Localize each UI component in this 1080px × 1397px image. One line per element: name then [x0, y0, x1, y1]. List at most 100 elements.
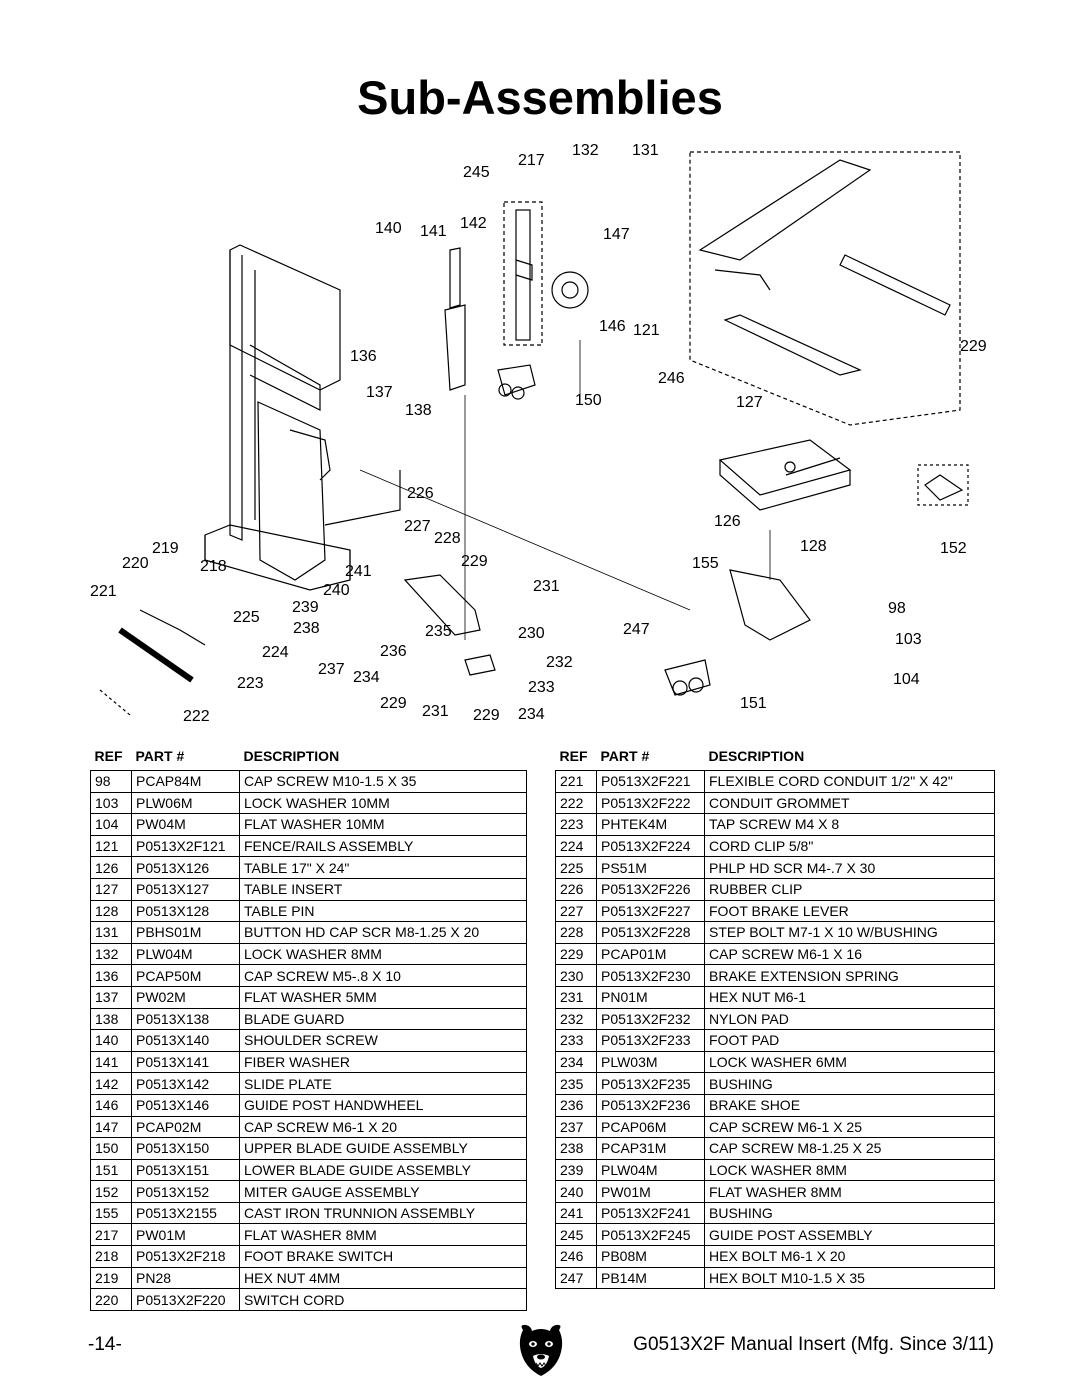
- upper-wheel-housing: [229, 244, 341, 391]
- description-cell: HEX BOLT M10-1.5 X 35: [704, 1266, 995, 1290]
- part-number-cell: PS51M: [596, 856, 705, 879]
- callout-label: 246: [658, 370, 685, 387]
- callout-label: 220: [122, 555, 149, 572]
- callout-label: 104: [893, 671, 920, 688]
- lower-wheel-housing: [257, 401, 326, 581]
- description-cell: CAP SCREW M6-1 X 16: [704, 942, 995, 966]
- part-number-cell: PW02M: [131, 985, 240, 1009]
- callout-label: 140: [375, 220, 402, 237]
- part-number-cell: PB14M: [596, 1266, 705, 1290]
- description-cell: TAP SCREW M4 X 8: [704, 813, 995, 836]
- ref-cell: 103: [90, 791, 132, 815]
- part-number-cell: P0513X127: [131, 877, 240, 901]
- ref-cell: 228: [555, 921, 597, 944]
- part-number-cell: P0513X2F245: [596, 1223, 705, 1247]
- callout-label: 155: [692, 555, 719, 572]
- part-number-cell: PN01M: [596, 985, 705, 1009]
- callout-label: 231: [422, 703, 449, 720]
- ref-cell: 240: [555, 1180, 597, 1203]
- part-number-cell: PCAP84M: [131, 770, 240, 793]
- description-cell: FOOT BRAKE SWITCH: [239, 1245, 527, 1268]
- description-cell: BUTTON HD CAP SCR M8-1.25 X 20: [239, 921, 527, 944]
- ref-cell: 132: [90, 942, 132, 966]
- part-number-cell: PCAP31M: [596, 1137, 705, 1160]
- description-cell: FENCE/RAILS ASSEMBLY: [239, 834, 527, 858]
- description-cell: LOCK WASHER 8MM: [704, 1158, 995, 1182]
- ref-cell: 140: [90, 1029, 132, 1052]
- ref-cell: 104: [90, 813, 132, 836]
- callout-label: 241: [345, 563, 372, 580]
- description-cell: LOCK WASHER 8MM: [239, 942, 527, 966]
- callout-label: 103: [895, 631, 922, 648]
- callout-label: 221: [90, 583, 117, 600]
- description-cell: RUBBER CLIP: [704, 877, 995, 901]
- callout-label: 121: [633, 322, 660, 339]
- description-cell: MITER GAUGE ASSEMBLY: [239, 1180, 527, 1203]
- callout-label: 219: [152, 540, 179, 557]
- description-cell: CAP SCREW M5-.8 X 10: [239, 964, 527, 987]
- ref-cell: 223: [555, 813, 597, 836]
- description-cell: TABLE 17" X 24": [239, 856, 527, 879]
- description-cell: LOCK WASHER 10MM: [239, 791, 527, 815]
- description-cell: FIBER WASHER: [239, 1050, 527, 1074]
- ref-cell: 232: [555, 1007, 597, 1031]
- callout-label: 231: [533, 578, 560, 595]
- part-number-cell: P0513X2F236: [596, 1093, 705, 1117]
- part-number-cell: PLW06M: [131, 791, 240, 815]
- description-cell: TABLE PIN: [239, 899, 527, 923]
- callout-label: 245: [463, 164, 490, 181]
- callout-label: 235: [425, 623, 452, 640]
- diagram-drawing: [99, 151, 969, 716]
- description-cell: FLEXIBLE CORD CONDUIT 1/2" X 42": [704, 770, 995, 793]
- ref-cell: 126: [90, 856, 132, 879]
- description-cell: SWITCH CORD: [239, 1288, 527, 1311]
- ref-cell: 230: [555, 964, 597, 987]
- callout-label: 232: [546, 654, 573, 671]
- bear-logo-icon: [517, 1322, 565, 1378]
- part-number-cell: PCAP50M: [131, 964, 240, 987]
- part-number-cell: PCAP01M: [596, 942, 705, 966]
- callout-label: 238: [293, 620, 320, 637]
- ref-cell: 225: [555, 856, 597, 879]
- description-cell: BLADE GUARD: [239, 1007, 527, 1031]
- part-number-cell: P0513X2F121: [131, 834, 240, 858]
- part-number-cell: PLW03M: [596, 1050, 705, 1074]
- part-number-cell: PCAP02M: [131, 1115, 240, 1139]
- callout-label: 152: [940, 540, 967, 557]
- ref-cell: 131: [90, 921, 132, 944]
- part-number-cell: P0513X2F221: [596, 770, 705, 793]
- callout-label: 234: [518, 706, 545, 723]
- fence: [698, 159, 872, 261]
- callout-label: 132: [572, 142, 599, 159]
- part-number-cell: P0513X2F230: [596, 964, 705, 987]
- ref-cell: 233: [555, 1029, 597, 1052]
- part-header: PART #: [600, 748, 650, 764]
- callout-label: 233: [528, 679, 555, 696]
- description-cell: CAP SCREW M8-1.25 X 25: [704, 1137, 995, 1160]
- ref-cell: 227: [555, 899, 597, 923]
- part-header: PART #: [135, 748, 185, 764]
- part-number-cell: P0513X138: [131, 1007, 240, 1031]
- description-cell: BUSHING: [704, 1072, 995, 1095]
- ref-cell: 221: [555, 770, 597, 793]
